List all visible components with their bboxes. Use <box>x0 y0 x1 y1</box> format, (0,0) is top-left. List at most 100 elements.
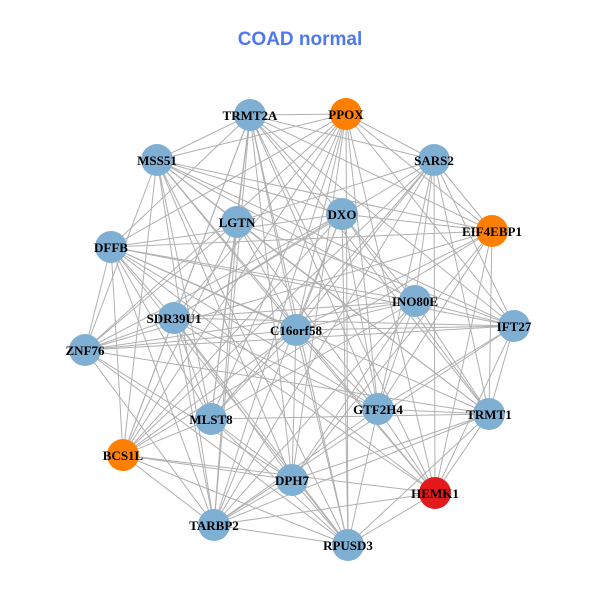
edge-TRMT2A-DFFB <box>110 114 251 248</box>
edge-ZNF76-RPUSD3 <box>84 349 349 546</box>
node-circle <box>362 393 394 425</box>
node-ino80e[interactable]: INO80E <box>392 285 438 317</box>
edge-SARS2-MLST8 <box>210 159 435 420</box>
edge-PPOX-MSS51 <box>156 113 347 161</box>
edge-DFFB-TARBP2 <box>110 246 215 526</box>
node-rpusd3[interactable]: RPUSD3 <box>323 529 373 561</box>
edge-DXO-ZNF76 <box>84 213 343 351</box>
edge-LGTN-C16orf58 <box>236 221 297 331</box>
node-sdr39u1[interactable]: SDR39U1 <box>147 302 202 334</box>
edge-DFFB-MLST8 <box>110 246 212 420</box>
edge-TARBP2-RPUSD3 <box>213 524 349 546</box>
node-lgtn[interactable]: LGTN <box>219 206 256 238</box>
node-circle <box>69 334 101 366</box>
node-circle <box>107 439 139 471</box>
node-label: TRMT1 <box>466 407 512 422</box>
node-hemk1[interactable]: HEMK1 <box>411 477 459 509</box>
edge-C16orf58-IFT27 <box>295 325 515 331</box>
node-label: HEMK1 <box>411 486 459 501</box>
edge-EIF4EBP1-ZNF76 <box>84 230 493 351</box>
edge-ZNF76-TRMT1 <box>84 349 490 415</box>
edge-TRMT2A-EIF4EBP1 <box>249 114 493 232</box>
edge-SDR39U1-MLST8 <box>173 317 212 420</box>
edge-C16orf58-MLST8 <box>210 329 297 420</box>
node-dxo[interactable]: DXO <box>326 198 358 230</box>
edge-DFFB-ZNF76 <box>84 246 112 351</box>
node-gtf2h4[interactable]: GTF2H4 <box>353 393 403 425</box>
node-circle <box>498 310 530 342</box>
edge-TRMT1-DPH7 <box>291 413 490 481</box>
node-label: BCS1L <box>103 448 144 463</box>
edge-DXO-INO80E <box>341 213 416 302</box>
edges <box>84 113 515 546</box>
edge-HEMK1-RPUSD3 <box>347 492 436 546</box>
node-tarbp2[interactable]: TARBP2 <box>189 509 239 541</box>
edge-LGTN-ZNF76 <box>84 221 238 351</box>
node-label: C16orf58 <box>270 323 322 338</box>
node-ppox[interactable]: PPOX <box>328 98 364 130</box>
edge-SARS2-TRMT1 <box>433 159 490 415</box>
node-circle <box>234 99 266 131</box>
node-circle <box>326 198 358 230</box>
node-ift27[interactable]: IFT27 <box>497 310 532 342</box>
edge-MSS51-TARBP2 <box>156 159 215 526</box>
edge-MSS51-MLST8 <box>156 159 212 420</box>
edge-TRMT1-RPUSD3 <box>347 413 490 546</box>
node-mss51[interactable]: MSS51 <box>137 144 177 176</box>
edge-MSS51-INO80E <box>156 159 416 302</box>
node-circle <box>195 403 227 435</box>
edge-PPOX-C16orf58 <box>295 113 347 331</box>
node-bcs1l[interactable]: BCS1L <box>103 439 144 471</box>
node-label: SARS2 <box>414 153 454 168</box>
edge-SDR39U1-BCS1L <box>122 317 175 456</box>
node-sars2[interactable]: SARS2 <box>414 144 454 176</box>
node-dph7[interactable]: DPH7 <box>275 464 309 496</box>
edge-INO80E-C16orf58 <box>295 300 416 331</box>
edge-INO80E-SDR39U1 <box>173 300 416 319</box>
node-circle <box>158 302 190 334</box>
edge-SDR39U1-DPH7 <box>173 317 293 481</box>
node-circle <box>95 231 127 263</box>
edge-MLST8-TRMT1 <box>210 413 490 420</box>
edge-LGTN-GTF2H4 <box>236 221 379 410</box>
node-circle <box>476 215 508 247</box>
edge-MSS51-DXO <box>156 159 343 215</box>
edge-EIF4EBP1-HEMK1 <box>434 230 493 494</box>
node-mlst8[interactable]: MLST8 <box>189 403 233 435</box>
node-c16orf58[interactable]: C16orf58 <box>270 314 322 346</box>
edge-DFFB-IFT27 <box>110 246 515 327</box>
edge-EIF4EBP1-TRMT1 <box>488 230 493 415</box>
edge-SARS2-GTF2H4 <box>377 159 435 410</box>
edge-SARS2-TARBP2 <box>213 159 435 526</box>
node-circle <box>418 144 450 176</box>
edge-SDR39U1-IFT27 <box>173 317 515 327</box>
edge-MSS51-EIF4EBP1 <box>156 159 493 232</box>
edge-TRMT2A-SARS2 <box>249 114 435 161</box>
edge-EIF4EBP1-DPH7 <box>291 230 493 481</box>
edge-SARS2-INO80E <box>414 159 435 302</box>
edge-INO80E-MLST8 <box>210 300 416 420</box>
edge-HEMK1-TARBP2 <box>213 492 436 526</box>
node-dffb[interactable]: DFFB <box>94 231 128 263</box>
node-eif4ebp1[interactable]: EIF4EBP1 <box>462 215 522 247</box>
node-trmt2a[interactable]: TRMT2A <box>223 99 279 131</box>
edge-LGTN-TRMT1 <box>236 221 490 415</box>
edge-DXO-BCS1L <box>122 213 343 456</box>
node-label: DFFB <box>94 240 128 255</box>
edge-MLST8-DPH7 <box>210 418 293 481</box>
edge-SARS2-LGTN <box>236 159 435 223</box>
edge-C16orf58-DPH7 <box>291 329 297 481</box>
node-znf76[interactable]: ZNF76 <box>66 334 106 366</box>
node-circle <box>330 98 362 130</box>
edge-DXO-SDR39U1 <box>173 213 343 319</box>
node-label: EIF4EBP1 <box>462 224 522 239</box>
node-circle <box>280 314 312 346</box>
node-trmt1[interactable]: TRMT1 <box>466 398 512 430</box>
edge-DFFB-BCS1L <box>110 246 124 456</box>
edge-LGTN-TARBP2 <box>213 221 238 526</box>
node-label: PPOX <box>328 107 364 122</box>
node-circle <box>276 464 308 496</box>
edge-PPOX-IFT27 <box>345 113 515 327</box>
edge-PPOX-TARBP2 <box>213 113 347 526</box>
